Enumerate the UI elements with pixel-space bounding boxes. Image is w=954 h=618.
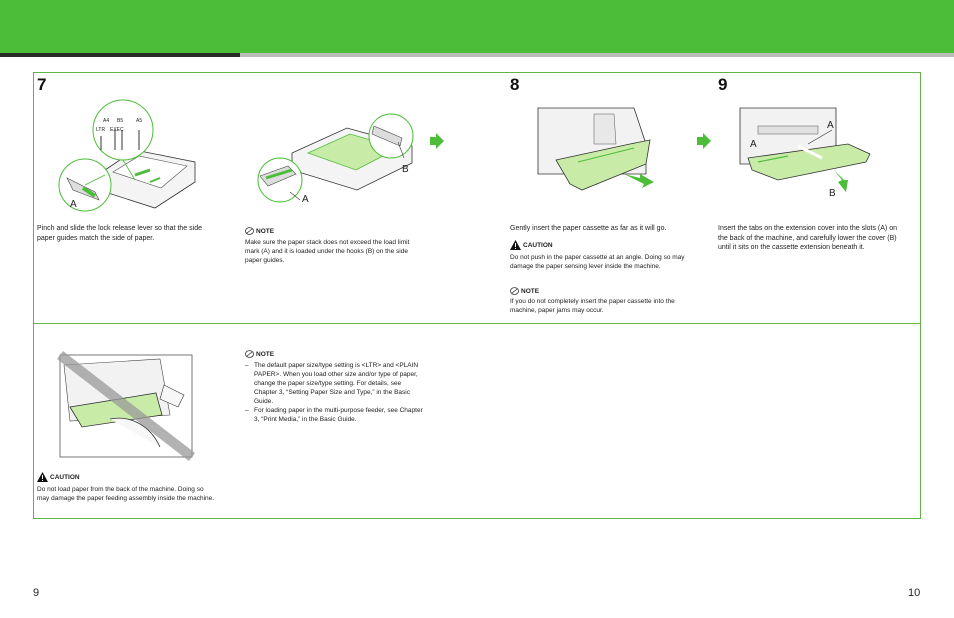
label-b-cover: B	[829, 188, 836, 199]
size-label-b5: B5	[117, 118, 124, 124]
step-8-illustration	[537, 107, 654, 191]
step-9-number: 9	[718, 75, 728, 94]
list-item: The default paper size/type setting is <…	[245, 361, 423, 406]
next-arrow-icon	[697, 133, 711, 149]
step-7-note-heading: NOTE	[245, 227, 274, 235]
warning-icon	[37, 472, 48, 482]
note-icon	[245, 227, 254, 235]
bottom-caution-heading: CAUTION	[37, 472, 80, 482]
note-icon	[245, 350, 254, 358]
bottom-note-heading: NOTE	[245, 350, 274, 358]
list-item: For loading paper in the multi-purpose f…	[245, 406, 423, 424]
step-8-note-heading: NOTE	[510, 287, 539, 295]
bottom-note-list: The default paper size/type setting is <…	[245, 361, 423, 424]
header-rule-grey	[240, 53, 954, 57]
step-8-note-text: If you do not completely insert the pape…	[510, 298, 675, 314]
step-8-caution-heading: CAUTION	[510, 240, 553, 250]
step-7-note-text: Make sure the paper stack does not excee…	[245, 239, 410, 264]
label-a-slot: A	[827, 120, 834, 131]
step-9-illustration	[739, 107, 871, 192]
bottom-caution-text: Do not load paper from the back of the m…	[37, 486, 215, 502]
size-label-exec: EXEC	[110, 127, 124, 133]
step-8-text: Gently insert the paper cassette as far …	[510, 225, 667, 232]
label-b: B	[402, 164, 409, 175]
size-label-a5: A5	[136, 118, 143, 124]
no-rear-loading-illustration	[56, 351, 196, 461]
label-a: A	[70, 199, 77, 210]
size-label-ltr: LTR	[96, 127, 106, 133]
step-9-text: Insert the tabs on the extension cover i…	[718, 225, 897, 251]
note-icon	[510, 287, 519, 295]
step-7-text: Pinch and slide the lock release lever s…	[37, 225, 202, 242]
next-arrow-icon	[430, 133, 444, 149]
step-7-illustration-limit	[257, 113, 414, 203]
row-divider	[33, 323, 921, 324]
label-a-left: A	[750, 139, 757, 150]
step-8-caution-text: Do not push in the paper cassette at an …	[510, 254, 685, 270]
header-band	[0, 0, 954, 53]
page-number-right: 10	[908, 587, 921, 599]
label-a-limit: A	[302, 194, 309, 205]
step-8-number: 8	[510, 75, 520, 94]
size-label-a4: A4	[103, 118, 110, 124]
content-frame	[33, 72, 921, 519]
step-7-illustration-lever	[58, 99, 196, 212]
warning-icon	[510, 240, 521, 250]
page-number-left: 9	[33, 587, 40, 599]
step-7-number: 7	[37, 75, 47, 94]
header-rule-dark	[0, 53, 240, 57]
